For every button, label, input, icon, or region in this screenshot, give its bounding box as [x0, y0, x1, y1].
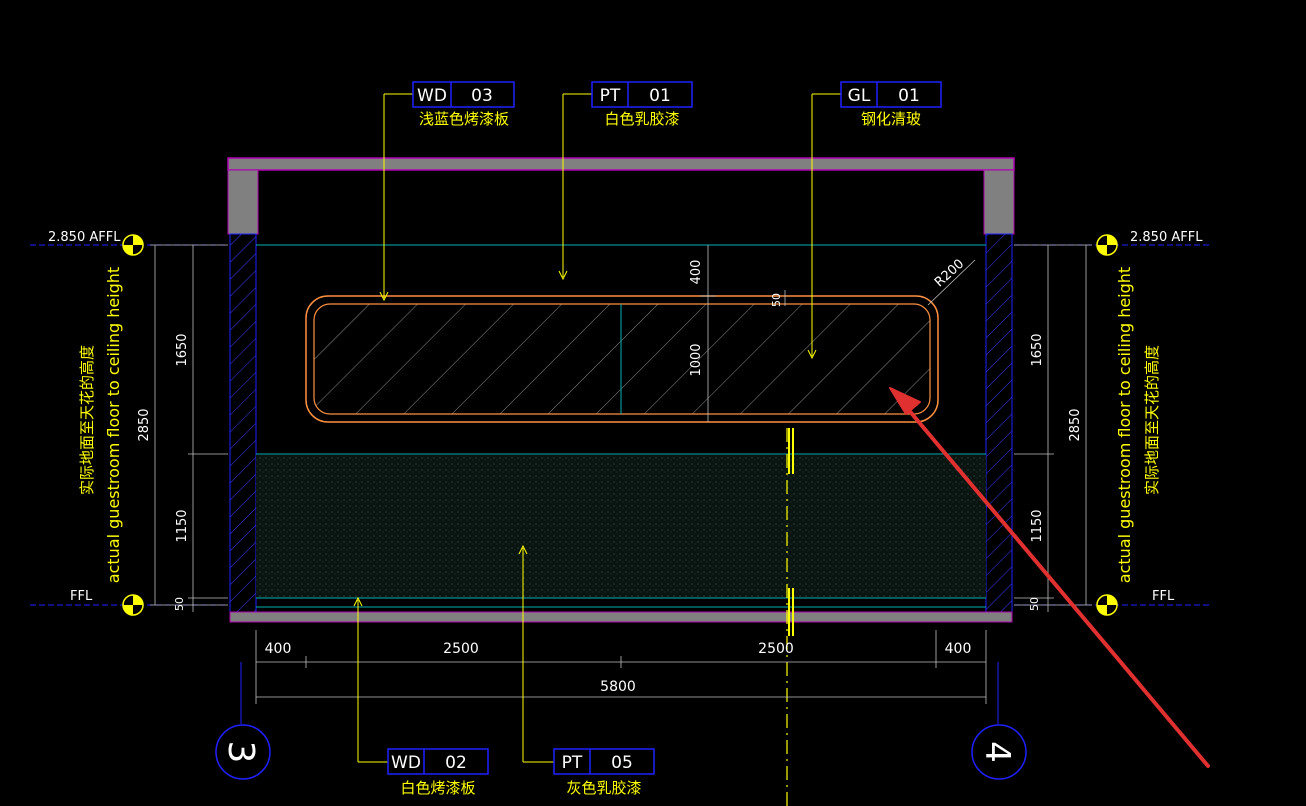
left-wall [229, 233, 257, 613]
dim-radius: R200 [932, 256, 967, 290]
callout-top-2-code: PT [600, 86, 621, 106]
bottom-dim-2: 2500 [443, 641, 479, 657]
callout-bottom-2-num: 05 [611, 753, 633, 773]
dim-window-frame: 50 [770, 293, 783, 307]
right-dim-1150: 1150 [1030, 509, 1045, 542]
callout-bottom-2: PT 05 灰色乳胶漆 [518, 544, 655, 797]
right-dim-50: 50 [1028, 597, 1041, 611]
right-dim-lines [1014, 244, 1092, 612]
bottom-dim-1: 400 [265, 641, 292, 657]
height-note-en-right: actual guestroom floor to ceiling height [1115, 267, 1134, 583]
callout-bottom-1-num: 02 [445, 753, 467, 773]
right-wall [985, 233, 1013, 613]
callout-bottom-1: WD 02 白色烤漆板 [353, 596, 489, 797]
grid-bubble-3 [215, 724, 271, 780]
level-top-right: 2.850 AFFL [1130, 230, 1203, 245]
bottom-dim-total: 5800 [600, 679, 636, 695]
level-marker-top-left [122, 234, 144, 256]
callout-top-3: GL 01 钢化清玻 [807, 81, 942, 360]
height-note-cn-right: 实际地面至天花的高度 [1143, 345, 1161, 495]
callout-top-1-code: WD [417, 86, 447, 106]
bottom-dim-lines [255, 630, 987, 704]
callout-bottom-2-code: PT [562, 753, 583, 773]
window-dims [700, 245, 976, 422]
level-bottom-left: FFL [70, 589, 93, 604]
grid-label-3: 3 [220, 741, 261, 764]
callout-top-1-desc: 浅蓝色烤漆板 [419, 110, 509, 128]
level-marker-bottom-right [1096, 594, 1118, 616]
right-dim-total: 2850 [1068, 408, 1083, 441]
level-top-left: 2.850 AFFL [48, 230, 121, 245]
callout-top-1: WD 03 浅蓝色烤漆板 [379, 81, 515, 302]
left-dim-lines [150, 244, 228, 612]
window-glass [313, 303, 931, 415]
callout-top-3-num: 01 [898, 86, 920, 106]
red-annotation-arrow [889, 387, 1210, 768]
grid-label-4: 4 [977, 741, 1017, 763]
left-dim-1650: 1650 [175, 333, 190, 366]
level-marker-top-right [1096, 234, 1118, 256]
ceiling-slab [227, 157, 1015, 171]
callout-bottom-1-code: WD [391, 753, 421, 773]
callout-top-3-code: GL [848, 86, 871, 106]
callout-bottom-1-desc: 白色烤漆板 [400, 779, 475, 797]
callout-top-1-num: 03 [471, 86, 493, 106]
height-note-en-left: actual guestroom floor to ceiling height [104, 267, 123, 583]
callout-bottom-2-desc: 灰色乳胶漆 [566, 779, 641, 797]
lower-panel [256, 455, 986, 598]
left-beam [227, 169, 259, 235]
level-bottom-right: FFL [1152, 589, 1175, 604]
callout-top-2-num: 01 [649, 86, 671, 106]
dim-window-top: 400 [689, 260, 704, 285]
height-note-cn-left: 实际地面至天花的高度 [78, 345, 96, 495]
left-dim-1150: 1150 [175, 509, 190, 542]
bottom-dim-4: 400 [945, 641, 972, 657]
bottom-dim-3: 2500 [758, 641, 794, 657]
callout-top-3-desc: 钢化清玻 [861, 110, 921, 128]
window-frame-outer [305, 295, 939, 423]
callout-top-2: PT 01 白色乳胶漆 [558, 81, 693, 281]
grid-bubble-4 [971, 724, 1027, 780]
left-dim-total: 2850 [137, 408, 152, 441]
callout-top-2-desc: 白色乳胶漆 [604, 110, 679, 128]
dim-window-height: 1000 [689, 343, 704, 376]
floor-slab [229, 611, 1013, 623]
right-beam [983, 169, 1015, 235]
left-dim-50: 50 [173, 597, 186, 611]
level-marker-bottom-left [122, 594, 144, 616]
right-dim-1650: 1650 [1030, 333, 1045, 366]
